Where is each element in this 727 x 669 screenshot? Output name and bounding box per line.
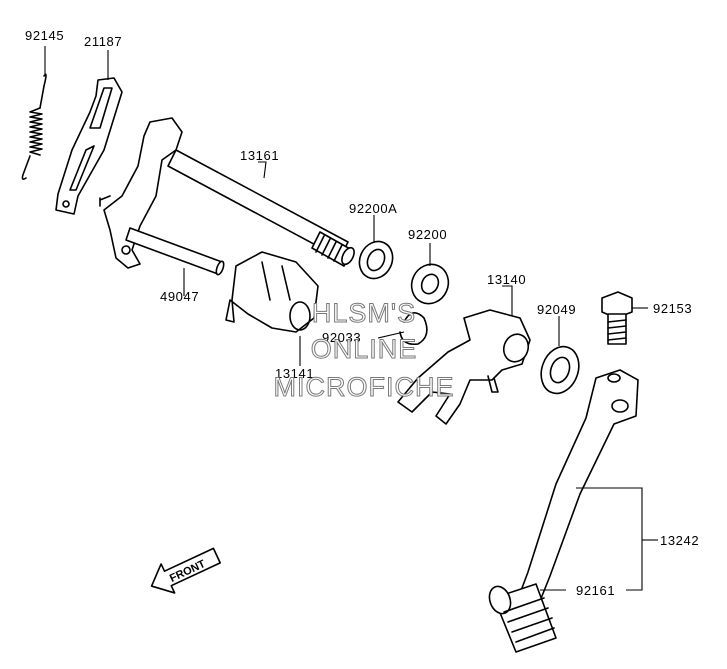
bolt-92153 <box>601 291 633 345</box>
spring-92145 <box>21 73 47 180</box>
label-49047: 49047 <box>160 289 199 304</box>
plate-21187 <box>55 77 123 215</box>
label-92145: 92145 <box>25 28 64 43</box>
watermark-line2: ONLINE <box>311 334 418 364</box>
shift-shaft-13161 <box>167 149 355 267</box>
leader-lines <box>44 46 658 591</box>
label-13141: 13141 <box>275 366 314 381</box>
washer-92200 <box>410 263 450 305</box>
label-21187: 21187 <box>84 34 122 49</box>
shift-lever-13140 <box>397 309 531 425</box>
bearing-92049 <box>540 345 580 395</box>
watermark-line3: MICROFICHE <box>274 372 455 402</box>
label-92161: 92161 <box>576 583 615 598</box>
pedal-rubber-92161 <box>488 583 557 653</box>
circlip-92033 <box>399 312 428 346</box>
label-92153: 92153 <box>653 301 692 316</box>
label-13161: 13161 <box>240 148 279 163</box>
watermark-line1: HLSM'S <box>312 298 416 328</box>
shift-arm <box>99 117 183 269</box>
label-92033: 92033 <box>322 330 361 345</box>
label-92049: 92049 <box>537 302 576 317</box>
label-13242: 13242 <box>660 533 699 548</box>
pin-49047 <box>125 227 225 276</box>
front-arrow: FRONT <box>150 547 221 594</box>
front-arrow-icon <box>150 547 221 594</box>
label-13140: 13140 <box>487 272 526 287</box>
label-92200: 92200 <box>408 227 447 242</box>
washer-92200A <box>358 240 394 280</box>
label-92200A: 92200A <box>349 201 397 216</box>
shift-cam-13141 <box>225 251 319 333</box>
